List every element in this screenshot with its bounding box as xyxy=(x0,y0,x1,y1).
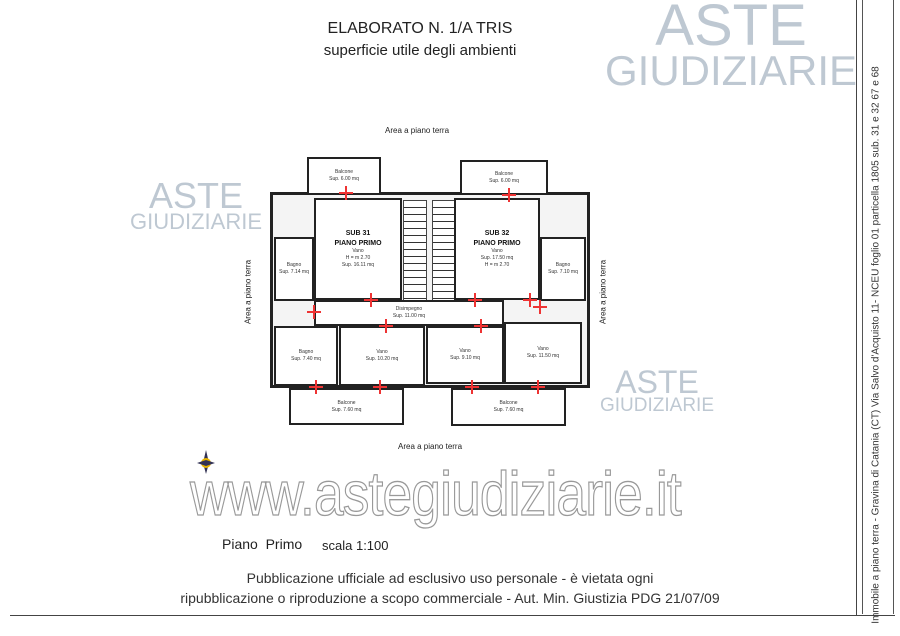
room-name: Vano xyxy=(376,349,388,355)
room-name: Balcone xyxy=(494,170,514,177)
room-name: Balcone xyxy=(334,169,354,175)
sub-label: SUB 31 xyxy=(345,229,371,237)
window-marker xyxy=(502,188,516,202)
room-area: Sup. 16.11 mq xyxy=(341,262,375,269)
door-marker xyxy=(468,293,482,307)
window-marker xyxy=(531,380,545,394)
window-marker xyxy=(465,380,479,394)
room-area: Sup. 7.14 mq xyxy=(279,269,309,275)
room-area: Sup. 6.00 mq xyxy=(489,177,519,184)
north-arrow-icon xyxy=(195,450,217,481)
area-label-top: Area a piano terra xyxy=(385,126,450,135)
watermark-text: GIUDIZIARIE xyxy=(130,209,263,235)
door-marker xyxy=(523,293,537,307)
watermark-logo-right: ASTE GIUDIZIARIE xyxy=(600,364,715,416)
watermark-logo-left: ASTE GIUDIZIARIE xyxy=(130,175,263,235)
room-name: Vano xyxy=(352,248,364,255)
room-height: H = m 2.70 xyxy=(345,255,371,262)
room-area: Sup. 7.10 mq xyxy=(548,269,578,275)
area-label-left: Area a piano terra xyxy=(243,259,253,325)
window-marker xyxy=(373,380,387,394)
footer-line-1: Pubblicazione ufficiale ad esclusivo uso… xyxy=(246,570,654,586)
watermark-text: GIUDIZIARIE xyxy=(600,394,715,416)
watermark-text: ASTE xyxy=(148,175,244,216)
floor-label: Piano Primo xyxy=(222,536,303,552)
watermark-text: ASTE xyxy=(615,364,699,400)
document-subtitle: superficie utile degli ambienti xyxy=(323,42,517,59)
room-area: Sup. 11.50 mq xyxy=(526,353,560,359)
area-label-bottom: Area a piano terra xyxy=(398,442,463,451)
sub-label: SUB 32 xyxy=(484,229,510,237)
room-area: Sup. 10.20 mq xyxy=(365,356,399,362)
frame-right-line xyxy=(856,0,857,616)
room-name: Balcone xyxy=(337,399,356,406)
document-title: ELABORATO N. 1/A TRIS xyxy=(327,20,513,37)
watermark-url: www.astegiudiziarie.it xyxy=(189,460,682,529)
staircase-left xyxy=(403,200,427,302)
room-name: Bagno xyxy=(286,262,302,268)
floor-label: PIANO PRIMO xyxy=(334,239,382,247)
door-marker xyxy=(307,305,321,319)
room-area: Sup. 17.50 mq xyxy=(480,255,514,262)
room-height: H = m 2.70 xyxy=(484,262,510,269)
door-marker xyxy=(379,319,393,333)
room-name: Vano xyxy=(491,248,503,255)
room-area: Sup. 6.00 mq xyxy=(329,176,359,182)
room-area: Sup. 11.00 mq xyxy=(392,313,426,319)
room-area: Sup. 7.60 mq xyxy=(493,407,524,413)
room-area: Sup. 9.10 mq xyxy=(450,355,480,361)
door-marker xyxy=(364,293,378,307)
room-area: Sup. 7.60 mq xyxy=(331,406,362,413)
staircase-right xyxy=(432,200,456,302)
side-note-box xyxy=(862,0,894,614)
room-name: Balcone xyxy=(499,400,518,406)
window-marker xyxy=(339,186,353,200)
footer-line-2: ripubblicazione o riproduzione a scopo c… xyxy=(180,590,720,606)
scale-label: scala 1:100 xyxy=(322,538,389,553)
room-name: Vano xyxy=(537,346,549,352)
door-marker xyxy=(474,319,488,333)
room-name: Bagno xyxy=(298,349,314,355)
frame-bottom-line xyxy=(10,615,895,616)
area-label-right: Area a piano terra xyxy=(598,259,608,325)
room-area: Sup. 7.40 mq xyxy=(291,356,321,362)
watermark-text: GIUDIZIARIE xyxy=(605,47,858,95)
watermark-text: ASTE xyxy=(655,0,807,58)
window-marker xyxy=(309,380,323,394)
room-name: Disimpegno xyxy=(395,306,423,312)
floor-label: PIANO PRIMO xyxy=(473,239,521,247)
watermark-logo-top: ASTE GIUDIZIARIE xyxy=(605,0,858,95)
door-marker xyxy=(533,300,547,314)
room-name: Vano xyxy=(459,348,471,354)
room-name: Bagno xyxy=(555,262,571,268)
side-note: Immobile a piano terra - Gravina di Cata… xyxy=(870,66,882,624)
